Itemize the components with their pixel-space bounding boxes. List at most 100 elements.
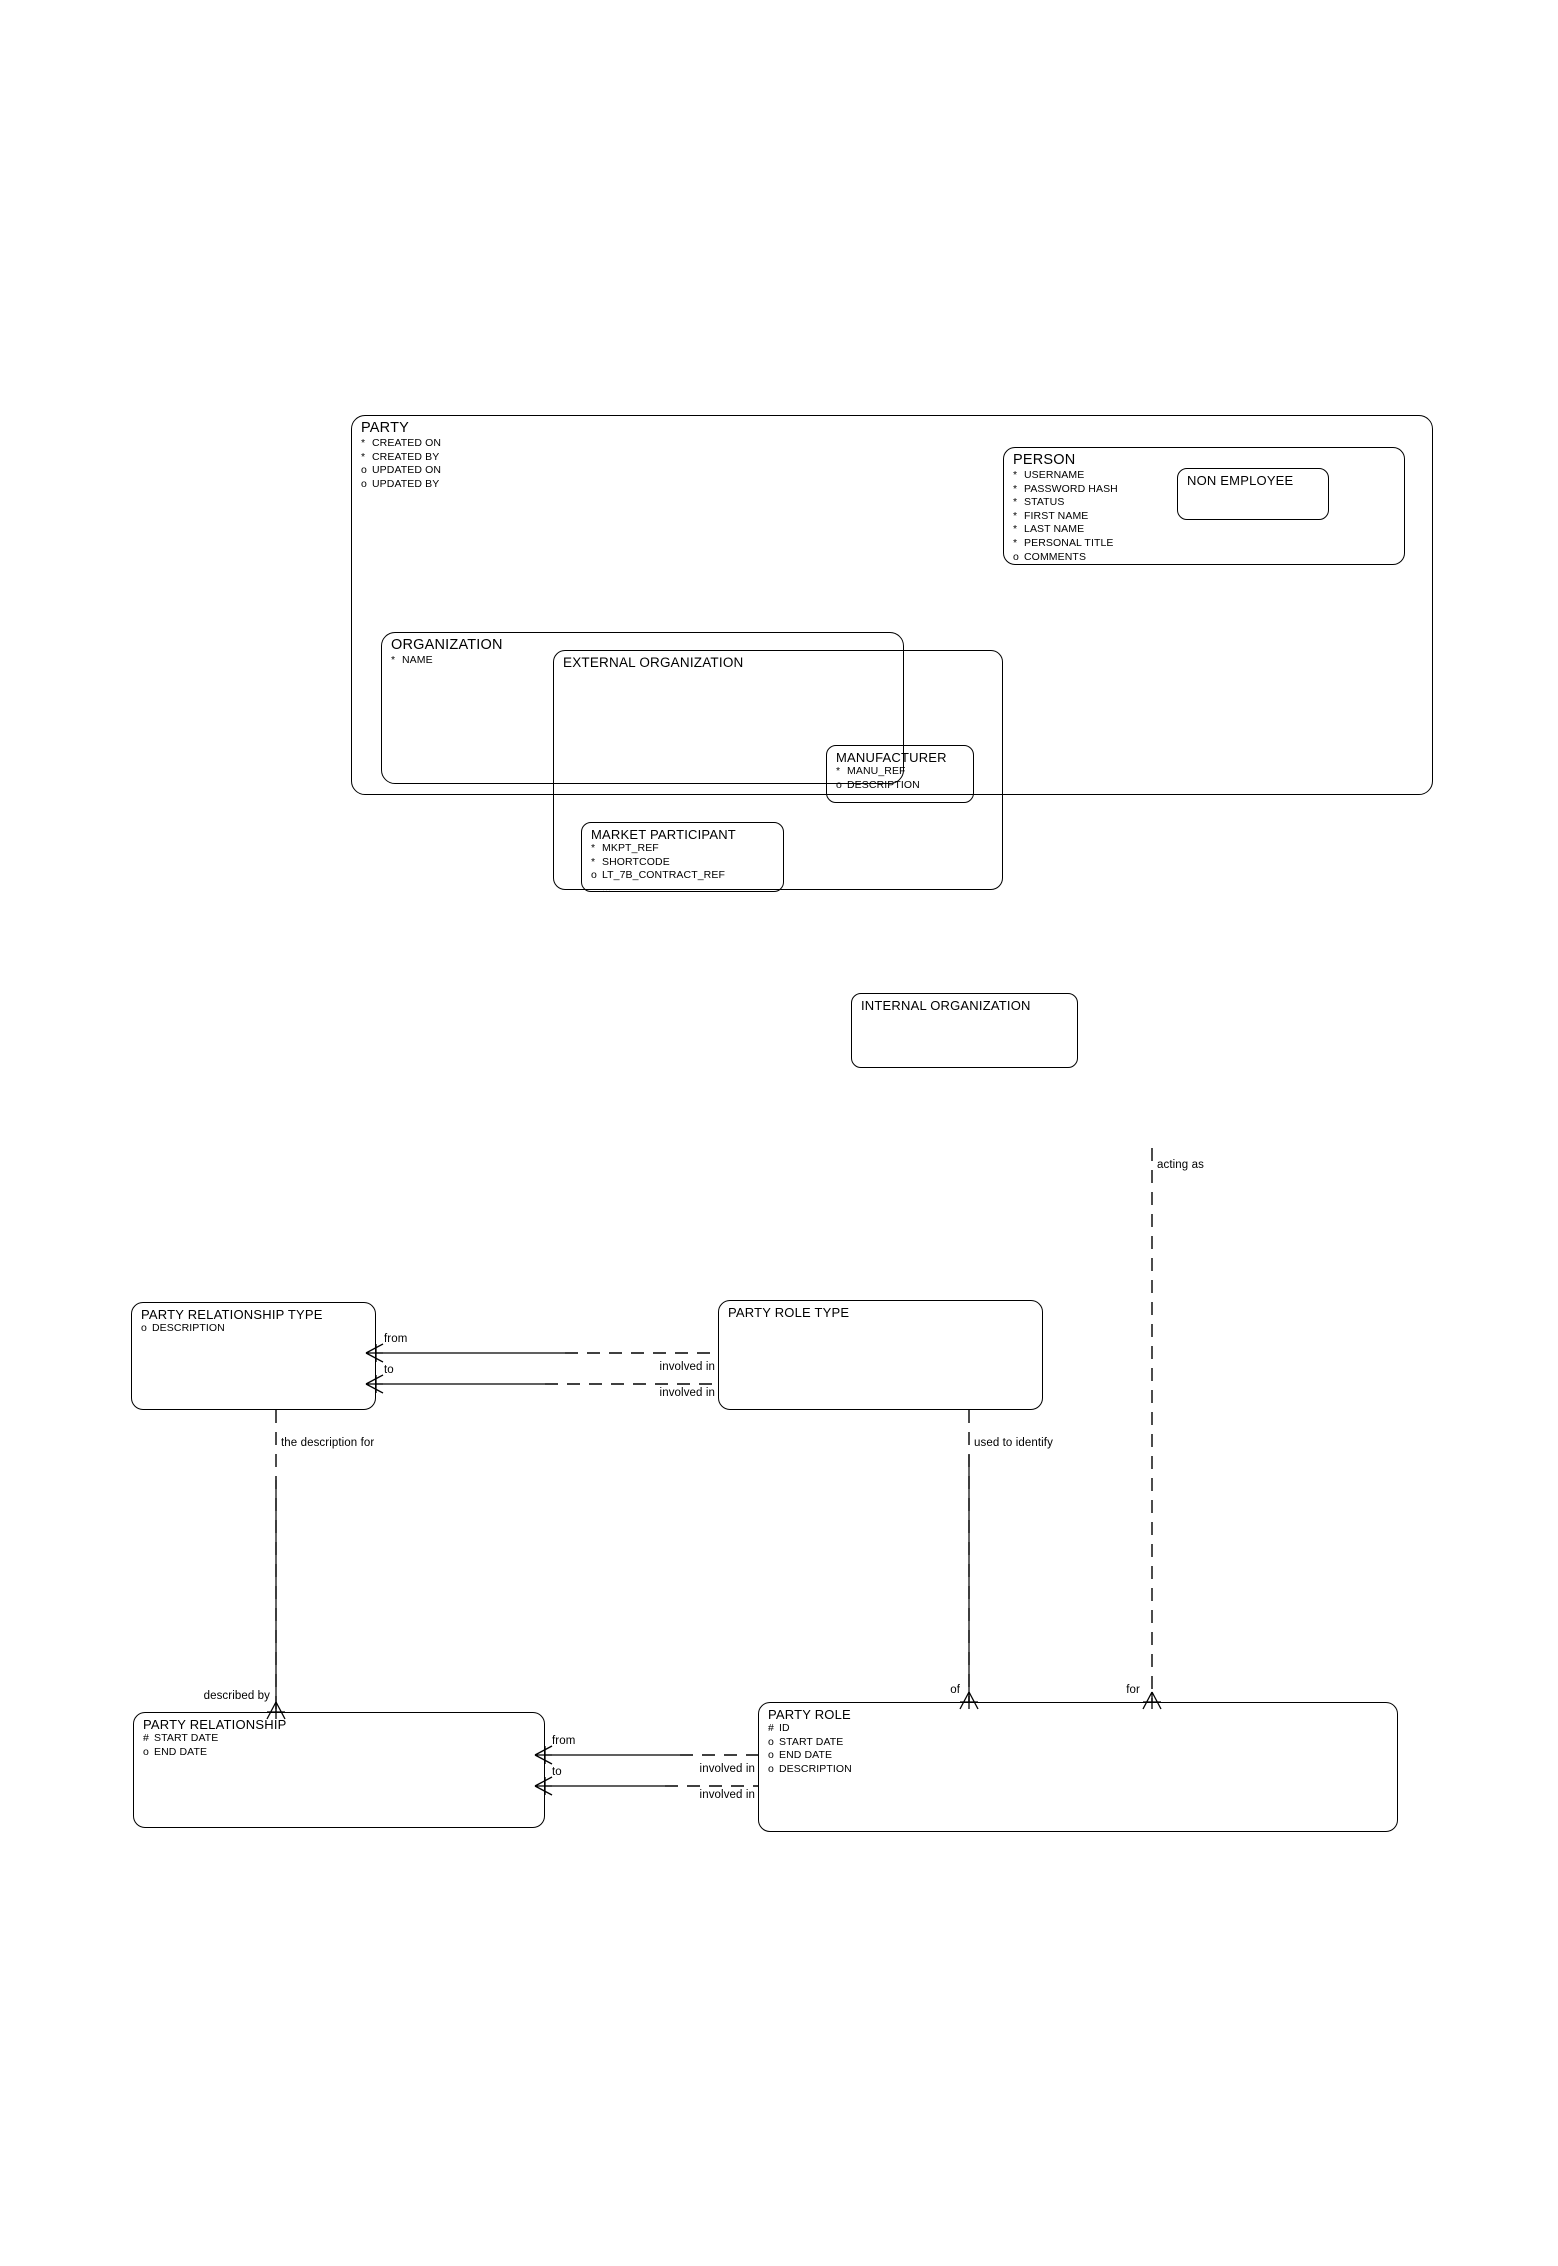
attribute-marker: *: [591, 842, 596, 854]
entity-organization-attributes: * NAME: [391, 654, 433, 668]
attribute-label: CREATED BY: [372, 450, 440, 463]
rel-label-acting-as: acting as: [1157, 1159, 1204, 1171]
attribute-marker: o: [768, 1762, 774, 1775]
attribute-row: o DESCRIPTION: [836, 779, 920, 793]
rel-label-pr-involved-in-1: involved in: [699, 1763, 755, 1775]
attribute-label: USERNAME: [1024, 469, 1085, 481]
attribute-row: * NAME: [391, 654, 433, 668]
rel-label-prt-from: from: [384, 1333, 408, 1345]
attribute-marker: o: [361, 464, 367, 477]
attribute-marker: *: [1013, 482, 1018, 495]
attribute-label: CREATED ON: [372, 437, 442, 449]
attribute-label: DESCRIPTION: [779, 1762, 852, 1775]
attribute-row: * STATUS: [1013, 496, 1118, 510]
entity-non-employee-title: NON EMPLOYEE: [1187, 473, 1294, 488]
rel-label-pr-involved-in-2: involved in: [699, 1789, 755, 1801]
attribute-row: *MKPT_REF: [591, 842, 725, 856]
attribute-row: o START DATE: [768, 1736, 852, 1750]
attribute-row: o DESCRIPTION: [768, 1763, 852, 1777]
attribute-label: NAME: [402, 654, 433, 666]
entity-party-relationship-title: PARTY RELATIONSHIP: [143, 1717, 287, 1732]
entity-party-title: PARTY: [361, 420, 410, 436]
attribute-marker: o: [768, 1749, 774, 1762]
entity-party-relationship-type-title: PARTY RELATIONSHIP TYPE: [141, 1307, 323, 1322]
attribute-row: * USERNAME: [1013, 469, 1118, 483]
attribute-row: *PASSWORD HASH: [1013, 483, 1118, 497]
entity-market-participant-title: MARKET PARTICIPANT: [591, 827, 736, 842]
attribute-row: # START DATE: [143, 1732, 218, 1746]
attribute-marker: *: [591, 855, 596, 868]
attribute-row: o LT_7B_CONTRACT_REF: [591, 869, 725, 883]
attribute-label: FIRST NAME: [1024, 509, 1089, 522]
attribute-marker: o: [143, 1745, 149, 1758]
rel-label-prt-involved-in-1: involved in: [659, 1361, 715, 1373]
entity-manufacturer-title: MANUFACTURER: [836, 750, 947, 765]
attribute-row: * FIRST NAME: [1013, 510, 1118, 524]
attribute-row-ellipsis: ...: [591, 883, 725, 897]
attribute-label: UPDATED ON: [372, 464, 442, 477]
attribute-label: LAST NAME: [1024, 523, 1085, 536]
attribute-label: START DATE: [154, 1732, 219, 1744]
entity-manufacturer-attributes: *MANU_REF o DESCRIPTION: [836, 765, 920, 792]
rel-label-pr-from: from: [552, 1735, 576, 1747]
attribute-label: END DATE: [779, 1749, 833, 1762]
entity-external-organization-title: EXTERNAL ORGANIZATION: [563, 655, 744, 670]
entity-person-title: PERSON: [1013, 452, 1076, 468]
attribute-label: ID: [779, 1722, 790, 1734]
attribute-row: o UPDATED ON: [361, 464, 441, 478]
attribute-row: * SHORTCODE: [591, 856, 725, 870]
rel-label-prt-to: to: [384, 1364, 394, 1376]
attribute-marker: *: [1013, 523, 1018, 536]
rel-label-the-description-for: the description for: [281, 1437, 375, 1449]
attribute-label: START DATE: [779, 1735, 844, 1748]
attribute-marker: *: [1013, 496, 1018, 509]
attribute-marker: *: [391, 654, 396, 666]
entity-market-participant[interactable]: MARKET PARTICIPANT *MKPT_REF *SHORTCODE …: [581, 822, 784, 895]
rel-label-for: for: [1126, 1684, 1140, 1696]
attribute-marker: o: [836, 778, 842, 791]
attribute-row: *PERSONAL TITLE: [1013, 537, 1118, 551]
entity-party-relationship[interactable]: PARTY RELATIONSHIP # START DATE o END DATE: [133, 1712, 545, 1828]
entity-organization[interactable]: ORGANIZATION * NAME: [381, 632, 904, 784]
entity-party-role-type-title: PARTY ROLE TYPE: [728, 1305, 850, 1320]
attribute-row: *MANU_REF: [836, 765, 920, 779]
attribute-marker: o: [361, 477, 367, 490]
attribute-marker: #: [768, 1722, 774, 1734]
entity-manufacturer[interactable]: MANUFACTURER *MANU_REF o DESCRIPTION: [826, 745, 974, 803]
attribute-marker: *: [1013, 536, 1018, 549]
attribute-label: UPDATED BY: [372, 477, 440, 490]
attribute-label: LT_7B_CONTRACT_REF: [602, 869, 725, 882]
attribute-row: o END DATE: [143, 1746, 218, 1760]
attribute-label: DESCRIPTION: [847, 778, 920, 791]
entity-internal-organization-title: INTERNAL ORGANIZATION: [861, 998, 1031, 1013]
attribute-row: *CREATED BY: [361, 451, 441, 465]
attribute-row: o END DATE: [768, 1749, 852, 1763]
attribute-label: END DATE: [154, 1745, 208, 1758]
entity-organization-title: ORGANIZATION: [391, 637, 503, 653]
attribute-marker: *: [1013, 469, 1018, 481]
entity-party-relationship-attributes: # START DATE o END DATE: [143, 1732, 218, 1759]
rel-label-pr-to: to: [552, 1766, 562, 1778]
entity-party-role-type[interactable]: PARTY ROLE TYPE: [718, 1300, 1043, 1410]
attribute-marker: o: [591, 869, 597, 882]
attribute-label: STATUS: [1024, 496, 1065, 509]
entity-internal-organization[interactable]: INTERNAL ORGANIZATION: [851, 993, 1078, 1068]
attribute-marker: *: [1013, 509, 1018, 522]
entity-person-attributes: * USERNAME *PASSWORD HASH * STATUS * FIRST …: [1013, 469, 1118, 564]
attribute-marker: #: [143, 1732, 149, 1744]
entity-person[interactable]: PERSON * USERNAME *PASSWORD HASH * STATUS …: [1003, 447, 1405, 565]
attribute-marker: o: [768, 1735, 774, 1748]
attribute-marker: o: [1013, 550, 1019, 563]
attribute-label: SHORTCODE: [602, 855, 670, 868]
entity-non-employee[interactable]: NON EMPLOYEE: [1177, 468, 1329, 520]
